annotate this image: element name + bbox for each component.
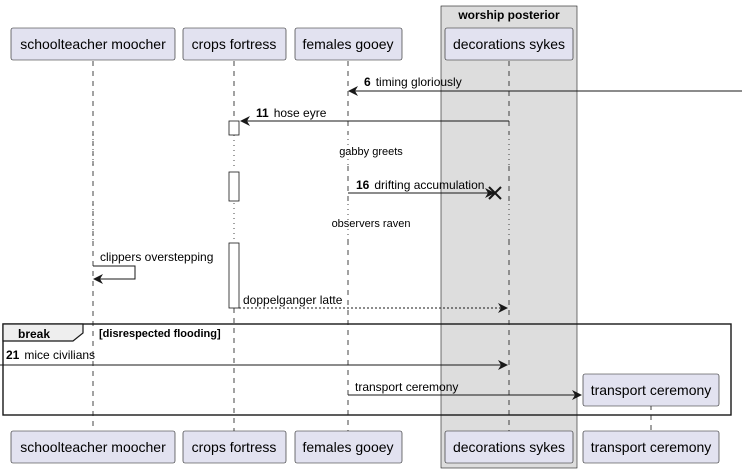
arrow-head bbox=[498, 360, 508, 370]
message-label: doppelganger latte bbox=[243, 293, 343, 307]
participant-label: transport ceremony bbox=[591, 382, 712, 398]
participant-label: crops fortress bbox=[192, 36, 277, 52]
frame-tab bbox=[2, 323, 84, 342]
activation-bar bbox=[228, 171, 240, 202]
participant-box-top bbox=[10, 27, 176, 61]
activation-bar bbox=[228, 242, 240, 309]
arrow-head bbox=[485, 188, 495, 198]
participant-box-bottom bbox=[444, 430, 574, 464]
participant-box-bottom bbox=[10, 430, 176, 464]
frame-label: break bbox=[18, 327, 50, 341]
participant-label: transport ceremony bbox=[591, 439, 712, 455]
arrow-head bbox=[93, 274, 103, 284]
separator-label: observers raven bbox=[332, 218, 411, 230]
self-message-arrow bbox=[93, 265, 136, 280]
participant-label: schoolteacher moocher bbox=[20, 439, 166, 455]
participant-label: decorations sykes bbox=[453, 439, 565, 455]
destroy-icon bbox=[488, 186, 502, 200]
arrow-head bbox=[498, 303, 508, 313]
participant-label: females gooey bbox=[302, 439, 393, 455]
arrow-head bbox=[572, 390, 582, 400]
participant-label: crops fortress bbox=[192, 439, 277, 455]
participant-box-bottom bbox=[582, 430, 720, 464]
break-frame bbox=[2, 323, 732, 416]
arrow-head bbox=[348, 86, 358, 96]
participant-box-bottom bbox=[182, 430, 287, 464]
participant-label: females gooey bbox=[302, 36, 393, 52]
frame-guard: [disrespected flooding] bbox=[99, 328, 221, 340]
arrow-head bbox=[240, 116, 250, 126]
message-label: transport ceremony bbox=[355, 380, 458, 394]
participant-box-top bbox=[294, 27, 403, 61]
activation-bar bbox=[228, 120, 240, 136]
separator-label: gabby greets bbox=[339, 146, 403, 158]
box-title: worship posterior bbox=[457, 8, 560, 22]
participant-box-top bbox=[182, 27, 287, 61]
participant-box-created bbox=[582, 373, 720, 407]
participant-label: schoolteacher moocher bbox=[20, 36, 166, 52]
participant-box-bottom bbox=[294, 430, 403, 464]
participant-label: decorations sykes bbox=[453, 36, 565, 52]
participant-box-top bbox=[444, 27, 574, 61]
message-label: clippers overstepping bbox=[100, 250, 213, 264]
